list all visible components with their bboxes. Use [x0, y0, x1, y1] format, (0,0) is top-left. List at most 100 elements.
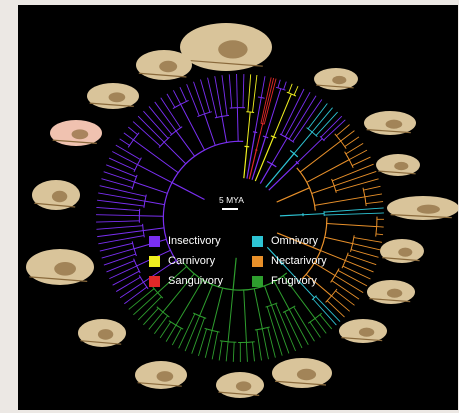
tree-tip — [349, 150, 367, 160]
subclade-arc — [331, 269, 340, 283]
tree-tip — [313, 299, 336, 325]
scale-bar — [222, 208, 238, 210]
tree-tip — [124, 287, 146, 304]
subclade-stem — [139, 216, 163, 217]
tree-tip — [334, 171, 376, 185]
legend-swatch-sanguivory — [149, 276, 160, 287]
subclade-stem — [137, 165, 172, 183]
tree-tip — [229, 74, 232, 108]
skull-10-image — [216, 372, 264, 398]
subclade-stem — [134, 182, 167, 193]
subclade-stem — [312, 186, 335, 194]
tree-tip — [351, 250, 378, 258]
tree-tip — [332, 296, 350, 311]
tree-tip — [364, 186, 381, 190]
skull-8-image — [339, 319, 387, 343]
subclade-arc — [197, 112, 211, 117]
clade-stem — [249, 150, 256, 179]
subclade-stem — [145, 201, 165, 204]
tree-tip — [246, 342, 247, 361]
subclade-stem — [237, 108, 238, 142]
tree-tip — [338, 270, 367, 285]
subclade-arc — [139, 275, 148, 288]
legend-label-nectarivory: Nectarivory — [271, 255, 327, 267]
subclade-stem — [325, 237, 353, 243]
subclade-arc — [345, 152, 354, 168]
tree-tip — [100, 243, 133, 251]
tree-tip — [173, 90, 180, 104]
clade-stem — [244, 147, 247, 179]
subclade-stem — [256, 124, 262, 150]
legend-item-sanguivory: Sanguivory — [149, 274, 223, 288]
tree-tip — [109, 158, 135, 170]
tree-tip — [212, 332, 217, 360]
tree-tip — [172, 328, 181, 345]
skull-5-image — [387, 196, 458, 220]
tree-tip — [192, 318, 205, 354]
subclade-stem — [254, 289, 262, 329]
tree-tip — [262, 329, 268, 359]
subclade-arc — [307, 128, 318, 137]
legend-item-carnivory: Carnivory — [149, 254, 215, 268]
tree-branches — [96, 74, 384, 362]
tree-tip — [166, 325, 176, 341]
skull-16-image — [87, 83, 139, 109]
tree-tip — [113, 271, 140, 285]
clade-arc — [267, 161, 276, 167]
subclade-stem — [244, 290, 247, 342]
subclade-stem — [307, 160, 349, 183]
skull-2-image — [314, 68, 358, 90]
tree-tip — [120, 282, 143, 297]
tree-tip — [149, 312, 163, 329]
legend-label-sanguivory: Sanguivory — [168, 275, 223, 287]
subclade-arc — [128, 133, 139, 148]
tree-tip — [198, 329, 206, 356]
clade-stem — [172, 183, 205, 200]
subclade-stem — [181, 104, 205, 150]
subclade-arc — [332, 179, 337, 193]
tree-tip — [226, 342, 228, 362]
clade-stem — [277, 188, 310, 202]
tree-tip — [185, 316, 200, 351]
subclade-arc — [132, 175, 137, 190]
tree-tip — [97, 200, 144, 206]
tree-tip — [345, 137, 359, 147]
tree-tip — [248, 74, 251, 111]
legend-swatch-frugivory — [252, 276, 263, 287]
skull-12-image — [78, 319, 126, 347]
legend-swatch-nectarivory — [252, 256, 263, 267]
tree-tip — [124, 133, 134, 140]
tree-tip — [268, 327, 276, 357]
legend-swatch-carnivory — [149, 256, 160, 267]
tree-tip — [336, 291, 355, 305]
tree-tip — [143, 308, 158, 325]
subclade-stem — [164, 142, 186, 164]
subclade-stem — [315, 197, 365, 206]
tree-tip — [179, 314, 195, 348]
tree-tip — [257, 330, 262, 361]
scale-bar-label: 5 MYA — [219, 195, 244, 205]
phylogenetic-tree — [18, 5, 458, 410]
clade-stem — [260, 164, 272, 184]
tree-tip — [167, 94, 175, 108]
legend-item-omnivory: Omnivory — [252, 234, 318, 248]
subclade-stem — [200, 285, 213, 316]
tree-tip — [376, 234, 383, 235]
tree-tip — [219, 341, 222, 360]
tree-tip — [112, 152, 137, 165]
tree-tip — [109, 266, 136, 279]
tree-tip — [98, 236, 144, 244]
subclade-arc — [266, 303, 278, 307]
subclade-arc — [308, 313, 322, 323]
tree-tip — [96, 226, 142, 230]
tree-tip — [215, 76, 222, 116]
subclade-stem — [255, 98, 261, 133]
tree-tip — [354, 238, 382, 243]
tree-tip — [120, 139, 130, 146]
tree-tip — [97, 231, 143, 237]
tree-tip — [327, 301, 344, 317]
legend-label-carnivory: Carnivory — [168, 255, 215, 267]
subclade-stem — [228, 290, 233, 342]
tree-tip — [128, 127, 137, 134]
tree-tip — [352, 157, 370, 166]
